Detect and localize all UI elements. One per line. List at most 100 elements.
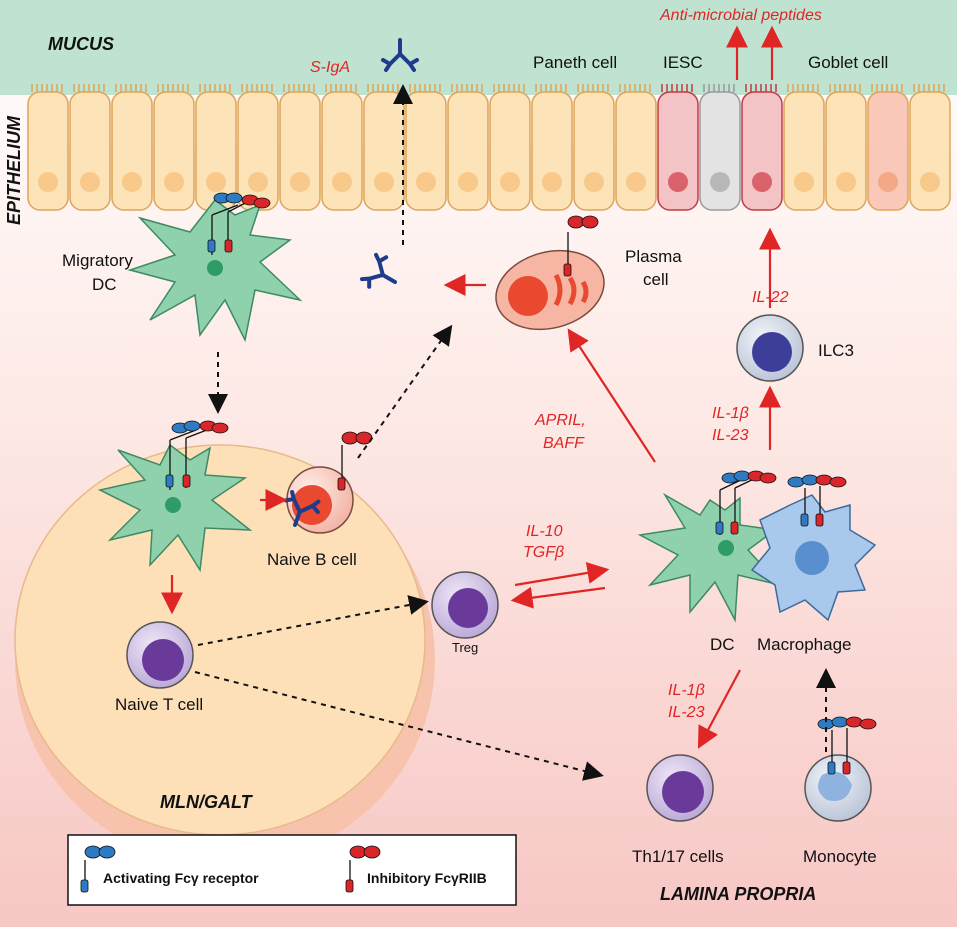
- baff-label: BAFF: [543, 435, 585, 452]
- microvilli: [367, 84, 399, 92]
- epithelial-cell: [279, 91, 321, 211]
- epithelial-nucleus: [122, 172, 142, 192]
- epithelial-nucleus: [248, 172, 268, 192]
- epithelial-cell: [69, 91, 111, 211]
- microvilli: [241, 84, 273, 92]
- il1b-label-a: IL-1β: [712, 405, 749, 422]
- lamina-propria-label: LAMINA PROPRIA: [660, 884, 816, 904]
- epithelial-cell: [363, 91, 405, 211]
- il23-label-b: IL-23: [668, 704, 705, 721]
- inhibitory-fcgriib-icon: [345, 845, 381, 893]
- epithelial-nucleus: [500, 172, 520, 192]
- epithelial-cell: [237, 91, 279, 211]
- epithelial-cell: [489, 91, 531, 211]
- il23-label-a: IL-23: [712, 427, 749, 444]
- microvilli: [157, 84, 189, 92]
- epithelial-cell: [405, 91, 447, 211]
- activating-fc-receptor-icon: [80, 845, 116, 893]
- microvilli: [493, 84, 525, 92]
- microvilli: [619, 84, 651, 92]
- epithelial-cell: [27, 91, 69, 211]
- lymph-node-dc: [97, 420, 253, 573]
- epithelial-nucleus: [920, 172, 940, 192]
- th-cell: [646, 754, 714, 822]
- macrophage-label: Macrophage: [757, 635, 852, 654]
- naive-b-cell: [277, 431, 373, 534]
- monocyte: [804, 716, 877, 822]
- epithelial-cell: [867, 91, 909, 211]
- plasma-label-2: cell: [643, 270, 669, 289]
- signal-arrows: [161, 25, 783, 749]
- epithelial-nucleus: [668, 172, 688, 192]
- th-label: Th1/17 cells: [632, 847, 724, 866]
- monocyte-label: Monocyte: [803, 847, 877, 866]
- epithelium-layer: [27, 84, 951, 211]
- epithelial-nucleus: [164, 172, 184, 192]
- mucus-layer: [0, 0, 957, 95]
- amp-label: Anti-microbial peptides: [659, 7, 822, 24]
- microvilli: [115, 84, 147, 92]
- microvilli: [283, 84, 315, 92]
- epithelial-cell: [615, 91, 657, 211]
- epithelial-nucleus: [332, 172, 352, 192]
- siga-label: S-IgA: [310, 59, 350, 76]
- microvilli: [535, 84, 567, 92]
- goblet-label: Goblet cell: [808, 53, 888, 72]
- epithelial-cell: [825, 91, 867, 211]
- legend-activating-label: Activating Fcγ receptor: [103, 870, 259, 886]
- microvilli: [199, 84, 231, 92]
- epithelial-nucleus: [542, 172, 562, 192]
- plasma-cell: [495, 215, 605, 331]
- naive-t-cell: [126, 621, 194, 689]
- naive-t-label: Naive T cell: [115, 695, 203, 714]
- epithelial-cell: [657, 91, 699, 211]
- paneth-label: Paneth cell: [533, 53, 617, 72]
- epithelial-nucleus: [752, 172, 772, 192]
- ilc3-cell: [736, 314, 804, 382]
- naive-b-label: Naive B cell: [267, 550, 357, 569]
- migratory-dc-label-1: Migratory: [62, 251, 133, 270]
- epithelial-cell: [531, 91, 573, 211]
- microvilli: [325, 84, 357, 92]
- migration-arrows: [194, 84, 836, 781]
- microvilli: [787, 84, 819, 92]
- treg-label: Treg: [452, 640, 478, 655]
- epithelial-nucleus: [416, 172, 436, 192]
- epithelial-nucleus: [458, 172, 478, 192]
- epithelial-cell: [783, 91, 825, 211]
- epithelial-cell: [909, 91, 951, 211]
- epithelium-label: EPITHELIUM: [4, 115, 24, 225]
- epithelial-nucleus: [38, 172, 58, 192]
- plasma-label-1: Plasma: [625, 247, 682, 266]
- dc-label: DC: [710, 635, 735, 654]
- migratory-dc: [127, 192, 303, 343]
- epithelial-nucleus: [584, 172, 604, 192]
- microvilli: [31, 84, 63, 92]
- epithelial-cell: [195, 91, 237, 211]
- il1b-label-b: IL-1β: [668, 682, 705, 699]
- microvilli: [451, 84, 483, 92]
- lamina-propria-dc: [637, 470, 783, 623]
- epithelial-nucleus: [836, 172, 856, 192]
- microvilli: [829, 84, 861, 92]
- microvilli: [73, 84, 105, 92]
- macrophage: [750, 474, 877, 622]
- tgfb-label: TGFβ: [523, 544, 564, 561]
- epithelial-nucleus: [80, 172, 100, 192]
- microvilli: [661, 84, 693, 92]
- microvilli: [913, 84, 945, 92]
- mucus-label: MUCUS: [48, 34, 114, 54]
- epithelial-cell: [153, 91, 195, 211]
- epithelial-nucleus: [206, 172, 226, 192]
- treg-cell: [431, 571, 499, 639]
- migratory-dc-label-2: DC: [92, 275, 117, 294]
- iesc-label: IESC: [663, 53, 703, 72]
- epithelial-nucleus: [374, 172, 394, 192]
- legend: Activating Fcγ receptor Inhibitory FcγRI…: [67, 834, 517, 906]
- legend-inhibitory-label: Inhibitory FcγRIIB: [367, 870, 487, 886]
- epithelial-cell: [447, 91, 489, 211]
- epithelial-cell: [741, 91, 783, 211]
- microvilli: [745, 84, 777, 92]
- epithelial-nucleus: [794, 172, 814, 192]
